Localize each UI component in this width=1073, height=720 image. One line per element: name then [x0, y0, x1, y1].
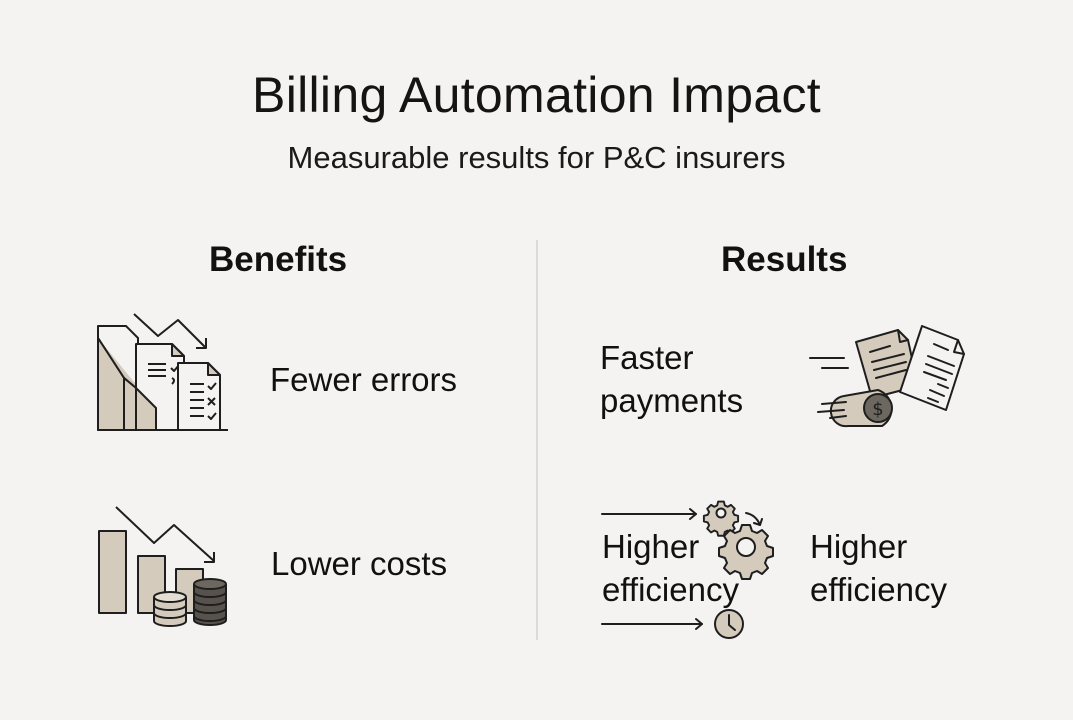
benefits-heading: Benefits: [209, 240, 348, 279]
icon-higher-efficiency-text: Higher efficiency: [602, 528, 739, 608]
benefit-lower-costs-label: Lower costs: [271, 545, 448, 582]
result-faster-payments-label: Faster payments: [600, 339, 744, 419]
declining-chart-with-checklists-icon: [96, 312, 232, 434]
page-subtitle: Measurable results for P&C insurers: [287, 140, 786, 175]
results-heading: Results: [721, 240, 848, 279]
page-title: Billing Automation Impact: [252, 67, 821, 123]
gears-arrows-clock-icon: Higher efficiency: [600, 497, 776, 643]
column-divider: [536, 240, 538, 640]
flying-coin-with-invoices-icon: $: [808, 324, 976, 432]
benefit-fewer-errors-label: Fewer errors: [270, 361, 458, 398]
result-higher-efficiency-label: Higher efficiency: [810, 528, 947, 608]
svg-text:$: $: [872, 399, 883, 420]
declining-bars-with-coin-stacks-icon: [96, 505, 232, 629]
